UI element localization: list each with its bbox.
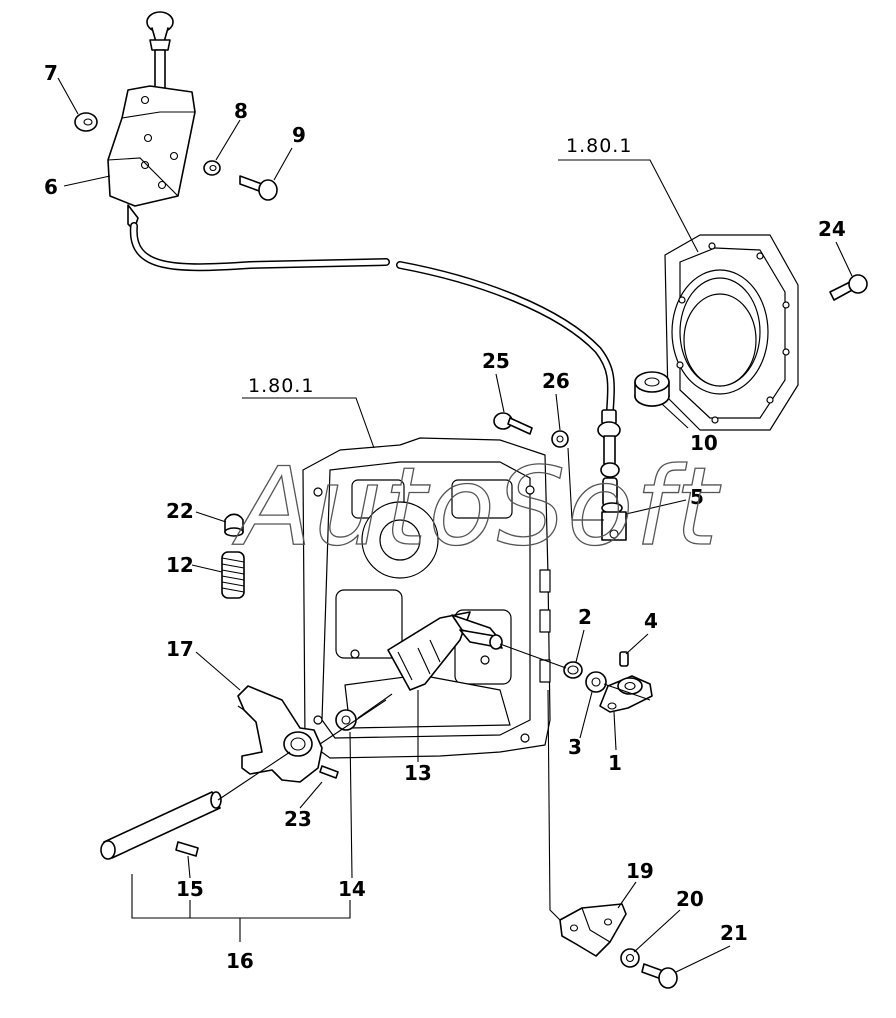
callout-20: 20: [676, 887, 704, 911]
callout-26: 26: [542, 369, 570, 393]
bolt-part-25: [493, 412, 533, 435]
callout-5: 5: [690, 485, 704, 509]
nut-part-8: [203, 160, 221, 176]
selector-plate-part-13: [387, 611, 503, 691]
lever-part-1: [599, 675, 653, 713]
callout-23: 23: [284, 807, 312, 831]
callout-1: 1: [608, 751, 622, 775]
bolt-part-21: [641, 963, 678, 989]
control-cable: [129, 222, 621, 478]
watermark: AutoSoft: [232, 445, 721, 570]
callout-12: 12: [166, 553, 194, 577]
nut-part-26: [551, 430, 569, 448]
rear-cover: [664, 234, 799, 431]
shift-fork-part-17: [237, 685, 323, 783]
transmission-housing: [302, 437, 551, 759]
reference-label-upper: 1.80.1: [566, 135, 632, 157]
callout-19: 19: [626, 859, 654, 883]
callout-17: 17: [166, 637, 194, 661]
grommet-part-10: [634, 371, 670, 407]
callout-7: 7: [44, 61, 58, 85]
callout-22: 22: [166, 499, 194, 523]
callout-21: 21: [720, 921, 748, 945]
callout-6: 6: [44, 175, 58, 199]
plug-part-22: [224, 513, 244, 537]
o-ring-part-2: [563, 661, 583, 679]
spring-part-12: [221, 551, 245, 599]
callout-15: 15: [176, 877, 204, 901]
pin-part-4: [619, 651, 629, 667]
nut-part-7: [74, 112, 98, 132]
callout-14: 14: [338, 877, 366, 901]
callout-24: 24: [818, 217, 846, 241]
reference-label-lower: 1.80.1: [248, 375, 314, 397]
bolt-part-24: [829, 274, 868, 301]
callout-10: 10: [690, 431, 718, 455]
callout-9: 9: [292, 123, 306, 147]
pin-part-15: [175, 841, 199, 857]
callout-25: 25: [482, 349, 510, 373]
bracket-part-19: [559, 903, 627, 957]
bolt-part-9: [239, 175, 278, 201]
callout-13: 13: [404, 761, 432, 785]
leader-lines: [57, 77, 853, 973]
washer-part-20: [620, 948, 640, 968]
bush-part-3: [585, 671, 607, 693]
cable-end-part-5: [601, 477, 627, 541]
lever-housing-part-6: [107, 11, 196, 231]
selector-shaft: [100, 791, 222, 860]
callout-8: 8: [234, 99, 248, 123]
callout-4: 4: [644, 609, 658, 633]
callout-16: 16: [226, 949, 254, 973]
spring-pin-part-23: [319, 765, 339, 779]
callout-2: 2: [578, 605, 592, 629]
callout-3: 3: [568, 735, 582, 759]
callout-numbers: 7 6 8 9 24 25 26 10 5 22 12 17 2 4 3 1 1…: [44, 61, 846, 973]
